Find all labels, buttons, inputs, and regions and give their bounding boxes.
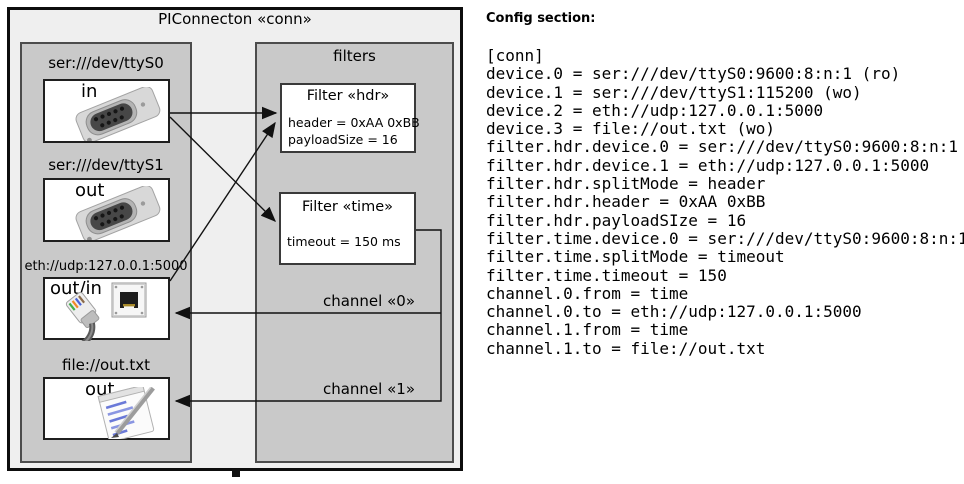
filter-hdr-title: Filter «hdr»: [306, 88, 390, 104]
ethernet-jack-icon: [111, 282, 147, 318]
filter-hdr-attrs: header = 0xAA 0xBB payloadSize = 16: [288, 114, 420, 148]
filter-time-title: Filter «time»: [301, 199, 394, 215]
serial-db9-icon: [75, 186, 161, 240]
ethernet-plug-icon: [65, 291, 100, 341]
device-box-ttys1: out: [43, 178, 170, 242]
filter-time-attr-timeout: timeout = 150 ms: [287, 234, 401, 249]
file-notepad-icon: [97, 387, 155, 439]
filter-time-attrs: timeout = 150 ms: [287, 233, 401, 250]
config-section-title: Config section:: [486, 11, 596, 26]
device-box-ttys0: in: [43, 79, 170, 143]
channel-0-label: channel «0»: [322, 292, 415, 310]
config-section-body: [conn] device.0 = ser:///dev/ttyS0:9600:…: [486, 46, 964, 358]
device-label-eth: eth://udp:127.0.0.1:5000: [24, 259, 188, 274]
filter-hdr-attr-header: header = 0xAA 0xBB: [288, 115, 420, 130]
serial-db9-icon: [75, 87, 161, 141]
device-box-eth: out/in: [43, 277, 170, 341]
channel-1-label: channel «1»: [322, 380, 415, 398]
device-label-ttys0: ser:///dev/ttyS0: [48, 54, 164, 72]
filter-hdr-attr-payload: payloadSize = 16: [288, 132, 398, 147]
port-name: out/in: [50, 278, 102, 299]
device-label-file: file://out.txt: [62, 356, 150, 374]
filter-hdr-box: Filter «hdr» header = 0xAA 0xBB payloadSi…: [280, 83, 420, 153]
filter-time-box: Filter «time» timeout = 150 ms: [279, 192, 416, 265]
device-label-ttys1: ser:///dev/ttyS1: [48, 156, 164, 174]
component-title: PIConnecton «conn»: [158, 10, 312, 28]
device-box-file: out: [43, 377, 170, 440]
filters-panel-label: filters: [333, 47, 376, 65]
port-name: out: [75, 180, 105, 201]
port-name: in: [81, 81, 98, 102]
